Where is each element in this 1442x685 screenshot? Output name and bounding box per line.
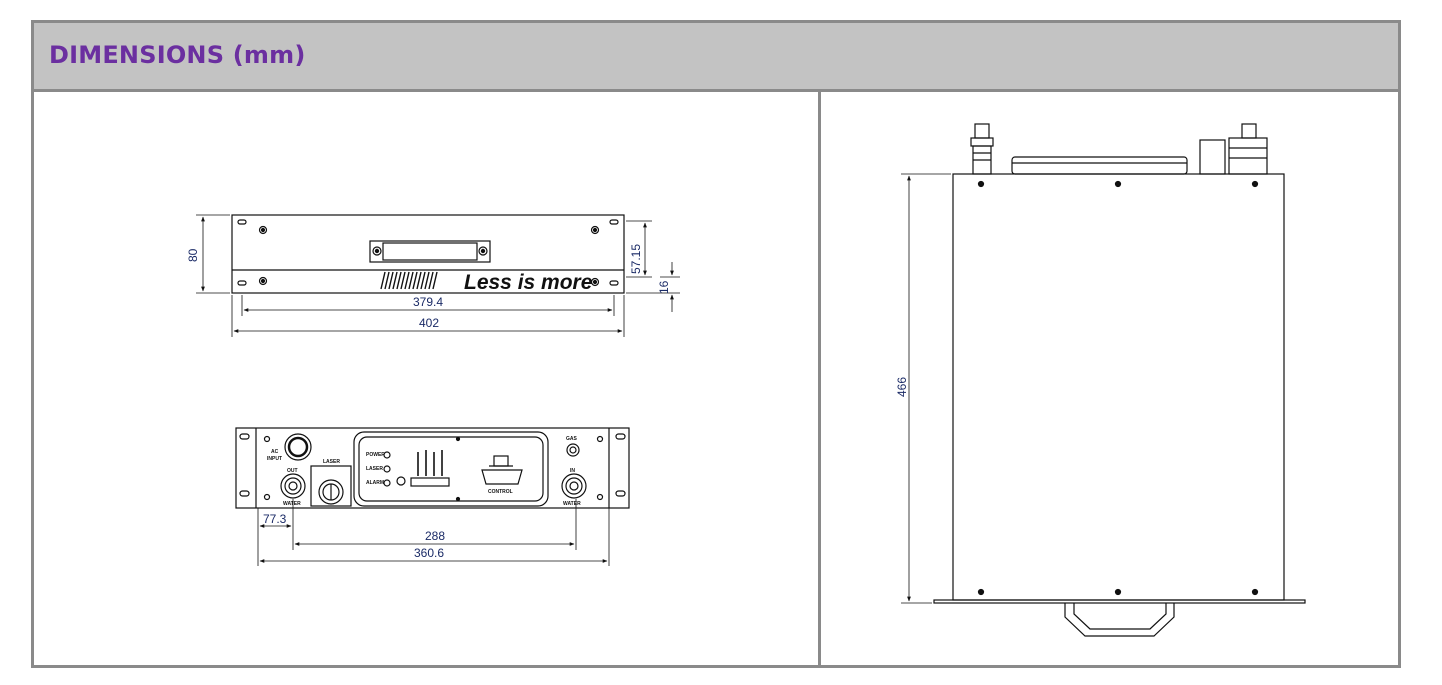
rear-view-labels: AC INPUT OUT WATER LASER POWER LASER ALA… (267, 436, 581, 507)
dim-offset-77-3: 77.3 (263, 512, 287, 526)
front-view (231, 214, 625, 294)
laser-out-connector (318, 479, 344, 505)
reset-button (396, 476, 406, 486)
label-in: IN (570, 468, 575, 474)
rear-view (235, 427, 630, 509)
front-handle-inner (382, 242, 478, 261)
top-rear-panel-box (1011, 156, 1188, 175)
vent-slots (380, 271, 438, 290)
dim-strip-16: 16 (657, 280, 671, 294)
front-handle (369, 240, 491, 263)
top-front-flange (933, 599, 1306, 604)
label-power: POWER (366, 452, 385, 458)
top-gas-fitting (1199, 139, 1226, 175)
terminal-block (410, 477, 450, 487)
top-view (933, 123, 1306, 637)
panel-header: DIMENSIONS (mm) (34, 23, 1398, 92)
top-dimensions (901, 173, 951, 604)
column-divider (818, 92, 821, 668)
ac-input-connector (284, 433, 312, 461)
dim-height-57-15: 57.15 (629, 244, 643, 274)
label-ac: AC (271, 449, 279, 455)
laser-out-box (310, 465, 352, 507)
top-right-fitting (1241, 123, 1257, 139)
panel-title: DIMENSIONS (mm) (49, 41, 306, 69)
front-panel-outline (231, 214, 625, 294)
rear-panel-outline (235, 427, 630, 509)
top-housing-outline (952, 173, 1285, 601)
label-water-right: WATER (563, 501, 581, 507)
label-alarm: ALARM (366, 480, 384, 486)
dim-width-402: 402 (419, 316, 439, 330)
water-out-connector (280, 473, 306, 499)
alarm-led (383, 479, 391, 487)
dim-span-360-6: 360.6 (414, 546, 444, 560)
control-panel-outline (353, 431, 549, 507)
power-led (383, 451, 391, 459)
rear-dimensions (257, 499, 610, 566)
brand-logo-text: Less is more (464, 271, 593, 294)
laser-led (383, 465, 391, 473)
gas-connector (566, 443, 580, 457)
top-left-fitting (974, 123, 990, 139)
label-gas: GAS (566, 436, 578, 442)
front-dimensions (196, 214, 680, 337)
label-control: CONTROL (488, 489, 513, 495)
water-in-connector (561, 473, 587, 499)
dim-spacing-288: 288 (425, 529, 445, 543)
dim-width-379-4: 379.4 (413, 295, 443, 309)
label-laser: LASER (323, 459, 340, 465)
label-input: INPUT (267, 456, 282, 462)
label-water-left: WATER (283, 501, 301, 507)
top-handle (1064, 603, 1175, 637)
dimensions-panel: DIMENSIONS (mm) (31, 20, 1401, 668)
dim-depth-466: 466 (895, 377, 909, 397)
dim-height-80: 80 (186, 248, 200, 262)
control-db-connector (481, 469, 523, 485)
label-laser-led: LASER (366, 466, 383, 472)
label-out: OUT (287, 468, 298, 474)
